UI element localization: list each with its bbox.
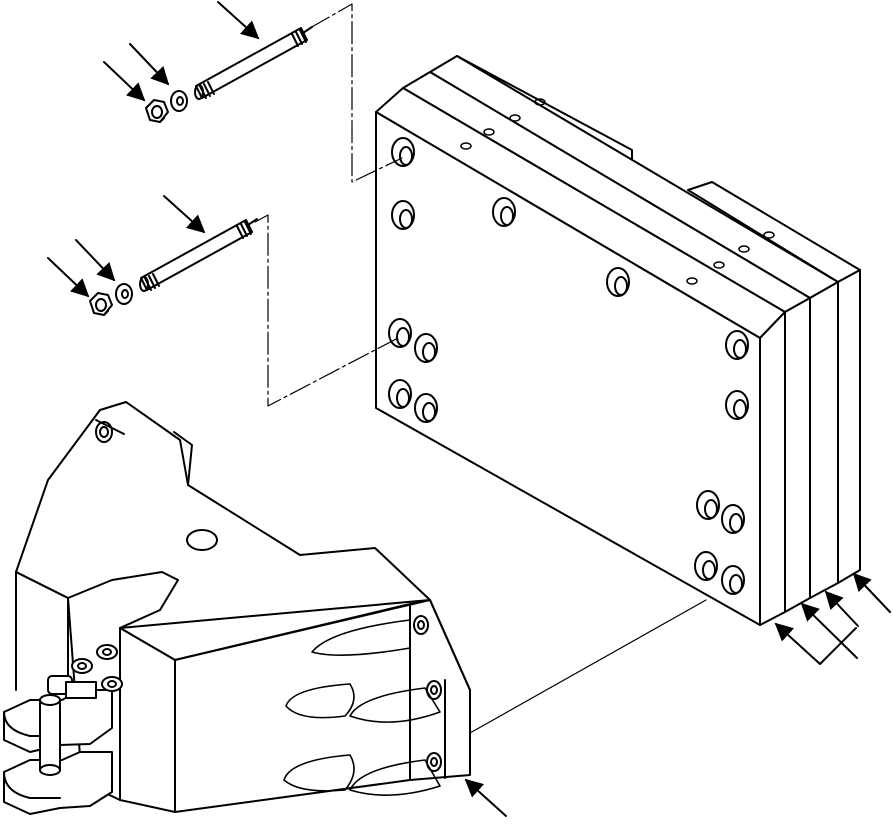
plate-stack-icon — [375, 55, 861, 626]
threaded-stud-icon — [194, 26, 313, 100]
callout-arrow-nut-upper — [103, 61, 146, 102]
back-plate-1 — [402, 71, 811, 613]
callout-arrow-washer-lower — [75, 239, 116, 282]
callout-arrow-bracket — [464, 778, 507, 817]
callout-arrow-nut-lower — [47, 257, 90, 298]
assembly-leader-lines — [254, 3, 403, 407]
washer-icon — [170, 90, 188, 112]
washer-icon — [115, 283, 133, 305]
threaded-stud-icon — [139, 218, 258, 292]
alignment-lines — [469, 599, 707, 734]
callout-arrow-stud-upper — [217, 1, 260, 40]
callout-arrows — [47, 1, 891, 817]
front-face-holes — [388, 137, 749, 595]
hex-nut-icon — [89, 292, 113, 316]
callout-arrow-plate-3 — [824, 590, 859, 627]
bracket-slots — [283, 619, 441, 796]
hex-nut-icon — [145, 99, 169, 123]
adjuster-bolts — [47, 644, 123, 699]
callout-arrow-stud-lower — [163, 195, 206, 234]
callout-arrow-plate-group — [774, 622, 857, 665]
callout-arrow-washer-upper — [129, 43, 170, 86]
callout-arrow-plate-4 — [852, 572, 891, 613]
bracket-bolt-holes — [413, 615, 442, 772]
front-plate — [375, 87, 786, 626]
top-edge-holes — [460, 98, 775, 285]
callout-arrow-plate-2 — [800, 602, 858, 659]
bracket-casting-icon — [3, 401, 471, 815]
clamp-jaws — [3, 689, 113, 815]
